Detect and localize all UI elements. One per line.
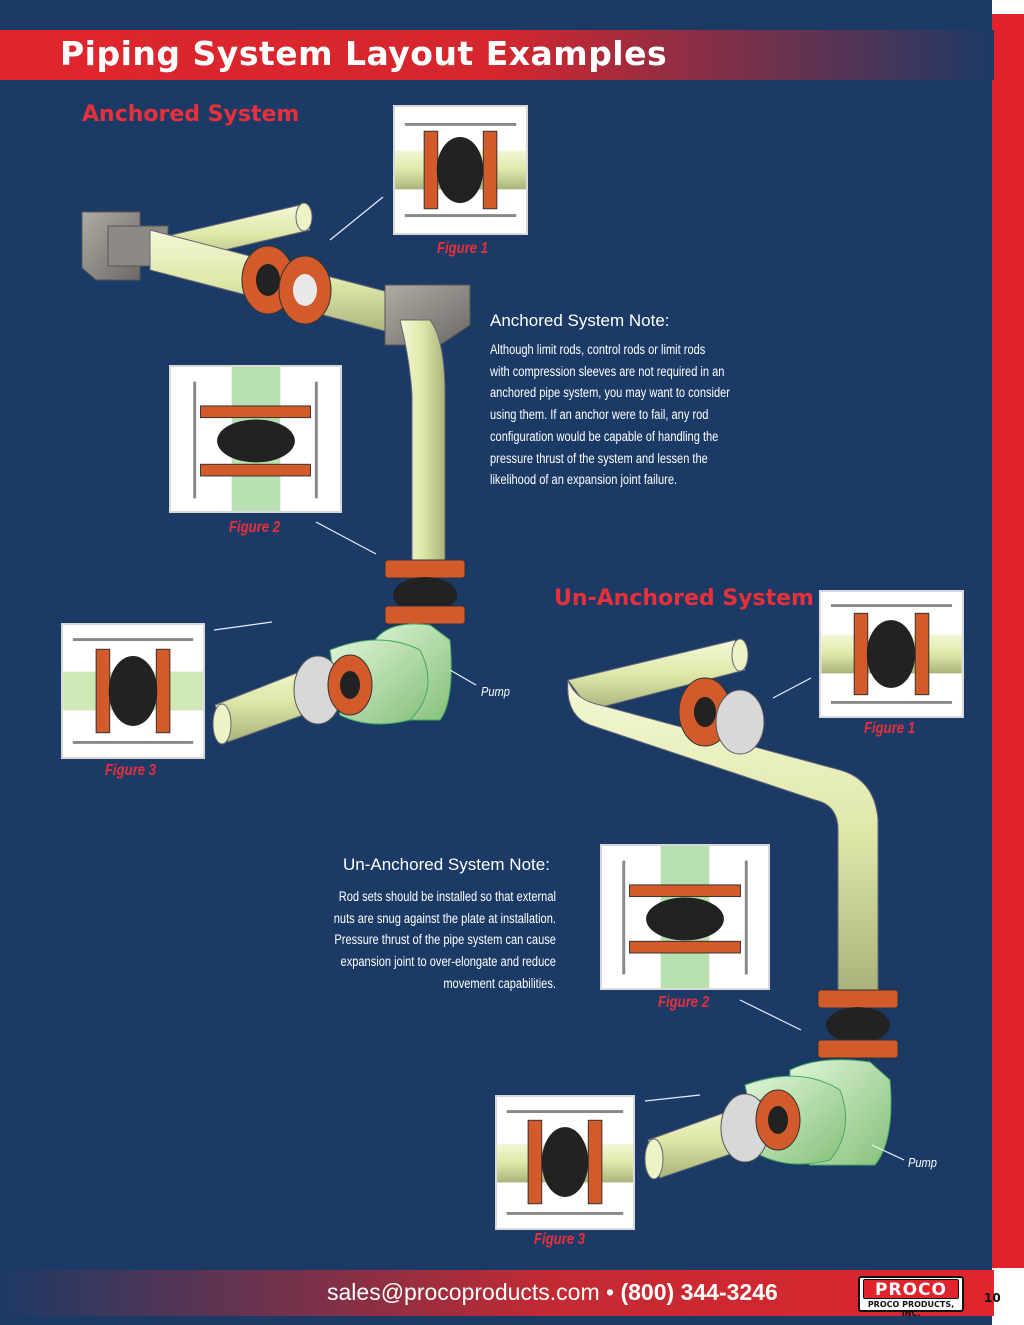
unanchored-note-body: Rod sets should be installed so that ext… [334,886,556,995]
anchored-system-heading: Anchored System [82,102,300,127]
page-number: 10 [984,1291,1001,1305]
footer-bar [0,1270,994,1316]
anchored-system-diagram [81,196,477,745]
note-line: using them. If an anchor were to fail, a… [490,407,709,423]
logo-wordmark: PROCO [863,1279,959,1300]
right-strip-top-gap [992,0,1024,14]
note-line: expansion joint to over-elongate and red… [340,954,556,970]
unanchored-figure-1-image [819,590,964,718]
unanchored-figure-2-image [600,844,770,990]
piping-diagrams [81,196,905,1180]
anchored-note-title: Anchored System Note: [490,311,670,330]
unanchored-system-diagram [567,638,905,1180]
note-line: with compression sleeves are not require… [490,363,725,379]
anchored-figure-2-image [169,365,342,513]
anchored-figure-3-image [61,623,205,759]
note-line: Rod sets should be installed so that ext… [338,889,556,904]
note-line: likelihood of an expansion joint failure… [490,472,678,488]
logo-subtext: PROCO PRODUCTS, INC. [867,1300,955,1318]
note-line: Pressure thrust of the pipe system can c… [334,932,556,948]
note-line: pressure thrust of the system and lessen… [490,450,708,466]
unanchored-note-title: Un-Anchored System Note: [343,855,550,874]
header-bar [0,30,994,80]
footer-separator: • [606,1279,615,1305]
anchored-pump-label: Pump [481,684,510,699]
anchored-figure-3-label: Figure 3 [105,762,157,779]
note-line: Although limit rods, control rods or lim… [490,342,706,357]
unanchored-figure-1-label: Figure 1 [864,720,916,737]
unanchored-figure-3-image [495,1095,635,1230]
unanchored-figure-3-label: Figure 3 [534,1231,586,1248]
note-line: anchored pipe system, you may want to co… [490,385,730,401]
note-line: movement capabilities. [443,975,556,991]
anchored-figure-1-label: Figure 1 [437,240,489,257]
unanchored-pump-label: Pump [908,1155,937,1170]
footer-contact: sales@procoproducts.com • (800) 344-3246 [327,1279,778,1306]
right-accent-strip [992,0,1024,1325]
note-line: nuts are snug against the plate at insta… [333,910,556,926]
unanchored-figure-2-label: Figure 2 [658,994,710,1011]
anchored-figure-1-image [393,105,528,235]
anchored-note-body: Although limit rods, control rods or lim… [490,339,730,491]
footer-email[interactable]: sales@procoproducts.com [327,1279,600,1305]
footer-phone[interactable]: (800) 344-3246 [620,1279,778,1305]
note-line: configuration would be capable of handli… [490,428,719,444]
page-title: Piping System Layout Examples [60,34,668,73]
anchored-figure-2-label: Figure 2 [229,519,281,536]
unanchored-system-heading: Un-Anchored System [554,586,814,611]
proco-logo: PROCO PROCO PRODUCTS, INC. [858,1276,964,1318]
right-strip-bottom-gap [992,1268,1024,1325]
